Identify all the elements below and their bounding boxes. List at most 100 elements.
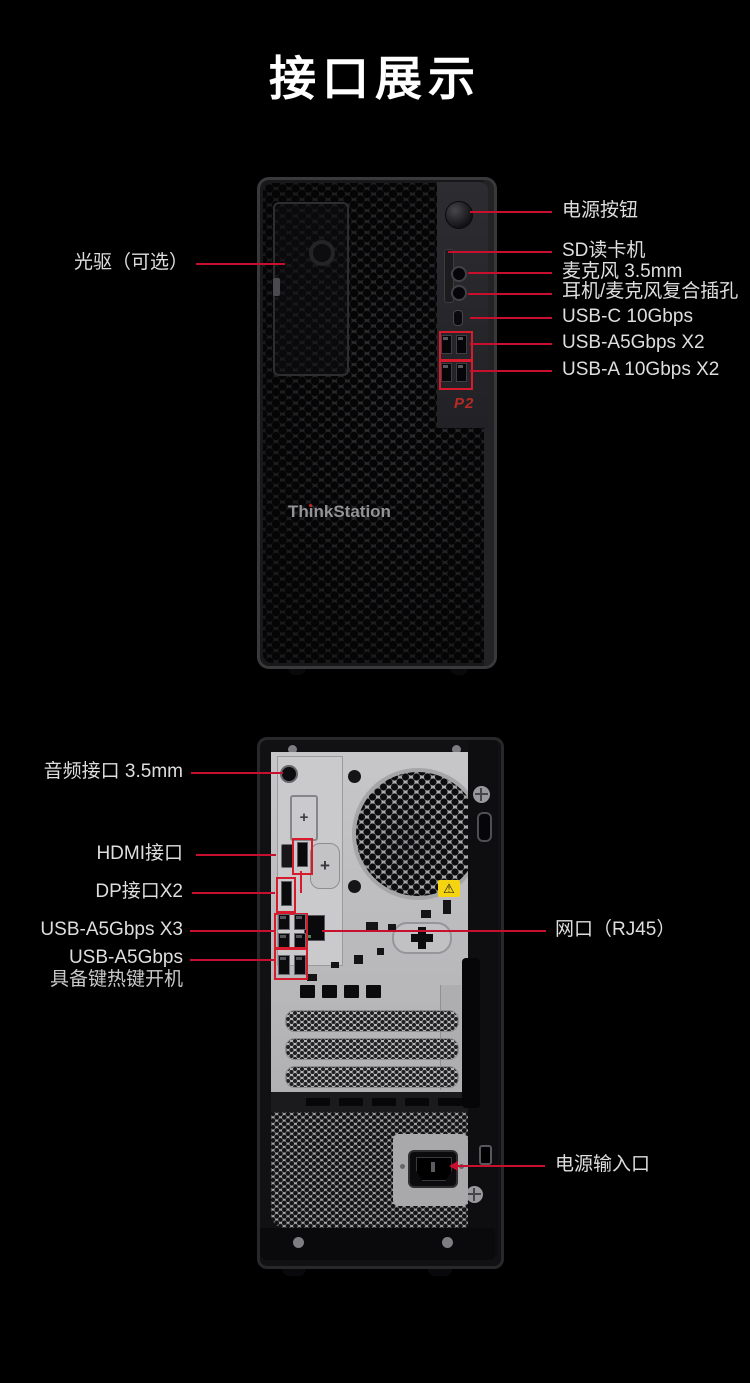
gpu-port-icon [344, 985, 359, 998]
kensington-lock-slot-icon [479, 1145, 492, 1165]
usb-a-port-icon [441, 335, 452, 354]
annotation-hdmi: HDMI接口 [96, 843, 183, 864]
gpu-port-icon [366, 985, 381, 998]
rear-view-tower: + + ⚠ [257, 737, 504, 1269]
optical-drive-bay [273, 202, 349, 376]
callout-line [322, 930, 546, 932]
warning-icon: ⚠ [438, 880, 460, 897]
annotation-optical-drive: 光驱（可选） [73, 252, 188, 273]
callout-line [468, 272, 552, 274]
usb-a-5gbps-ports [439, 331, 469, 358]
annotation-power-inlet: 电源输入口 [555, 1154, 651, 1175]
vent-tab [372, 1098, 396, 1106]
annotation-line1: USB-A5Gbps [68, 947, 183, 968]
usb-a-port-icon [294, 954, 306, 975]
usb-a-port-icon [278, 914, 290, 930]
vent-tab [339, 1098, 363, 1106]
logo-red-dot-icon [309, 504, 312, 507]
serial-cutout-icon [392, 922, 452, 954]
rear-usb-hotkey-highlight-box [274, 947, 308, 980]
screw-icon [452, 745, 461, 754]
callout-line [468, 293, 552, 295]
usb-a-port-icon [456, 335, 467, 354]
usb-5gbps-highlight-box [439, 331, 473, 362]
front-io-panel: P2 [437, 182, 488, 428]
page-title: 接口展示 [269, 52, 481, 105]
latch-slot-icon [477, 812, 492, 842]
microphone-jack-icon [451, 266, 467, 282]
callout-line [196, 263, 285, 265]
drive-bay-knob [309, 240, 335, 266]
usb-a-port-icon [294, 914, 306, 930]
annotation-rear-usb-x3: USB-A5Gbps X3 [40, 919, 183, 940]
front-right-frame-edge [484, 180, 494, 666]
dp-port-highlight-box [292, 838, 313, 875]
screw-icon [400, 1164, 405, 1169]
usb-a-port-icon [441, 363, 452, 382]
annotation-line2: 具备键热键开机 [49, 969, 183, 990]
vent-tab [438, 1098, 462, 1106]
model-badge: P2 [454, 395, 475, 412]
callout-line [192, 892, 275, 894]
thinkstation-logo: ThinkStation [288, 502, 391, 521]
vent-tab [306, 1098, 330, 1106]
callout-arrow [449, 1161, 458, 1171]
callout-line [190, 959, 274, 961]
front-view-tower: P2 ThinkStation [257, 177, 497, 669]
displayport-icon [280, 881, 292, 906]
callout-line [190, 930, 274, 932]
usb-a-port-icon [456, 363, 467, 382]
optical-drive-slot [273, 278, 280, 296]
annotation-power-button: 电源按钮 [562, 200, 639, 221]
gpu-port-icon [300, 985, 315, 998]
screw-icon [442, 1237, 453, 1248]
chassis-cutout [331, 962, 339, 968]
chassis-cutout [307, 974, 317, 981]
annotation-rear-audio: 音频接口 3.5mm [43, 761, 183, 782]
chassis-cutout [377, 948, 384, 955]
annotation-mic-jack: 麦克风 3.5mm [562, 261, 683, 282]
chassis-cutout [421, 910, 431, 918]
chassis-cutout [354, 955, 363, 964]
bumper-icon [348, 880, 361, 893]
rear-audio-jack-icon [280, 765, 298, 783]
chassis-cutout [366, 922, 378, 931]
annotation-ethernet: 网口（RJ45） [555, 919, 676, 940]
expansion-slot-cover [285, 1038, 459, 1060]
power-button-icon [445, 201, 473, 229]
callout-line [191, 772, 283, 774]
annotation-rear-usb-hotkey: USB-A5Gbps 具备键热键开机 [0, 947, 183, 991]
rear-io-panel: + + ⚠ [271, 752, 484, 1092]
thumbscrew-icon [473, 786, 490, 803]
expansion-slot-cover [285, 1066, 459, 1088]
headset-combo-jack-icon [451, 285, 467, 301]
dp-connector-line [300, 871, 302, 893]
annotation-usb-a5: USB-A5Gbps X2 [562, 332, 705, 353]
usb-a-10gbps-ports [439, 359, 469, 386]
dp-port-highlight-box [276, 877, 296, 913]
padlock-bracket-icon: + [290, 795, 318, 841]
screw-icon [466, 1186, 483, 1203]
callout-line [448, 251, 552, 253]
rear-usb-group-highlight-box [274, 913, 308, 950]
callout-line [470, 211, 552, 213]
usb-a-port-icon [278, 954, 290, 975]
callout-line [196, 854, 276, 856]
annotation-usb-c: USB-C 10Gbps [562, 306, 693, 327]
fan-grille-icon [352, 768, 484, 900]
annotation-dp: DP接口X2 [95, 881, 183, 902]
gpu-port-icon [322, 985, 337, 998]
vent-tab [405, 1098, 429, 1106]
chassis-cutout [443, 900, 451, 914]
chassis-cutout [388, 924, 396, 930]
psu-divider [271, 1092, 468, 1112]
callout-line [457, 1165, 545, 1167]
annotation-usb-a10: USB-A 10Gbps X2 [562, 359, 720, 380]
cross-cutout-icon: + [310, 843, 340, 889]
callout-line [470, 343, 552, 345]
psu-panel [271, 1112, 468, 1228]
annotation-headset-jack: 耳机/麦克风复合插孔 [562, 281, 739, 302]
usb-c-port-icon [453, 310, 463, 326]
callout-line [470, 317, 552, 319]
